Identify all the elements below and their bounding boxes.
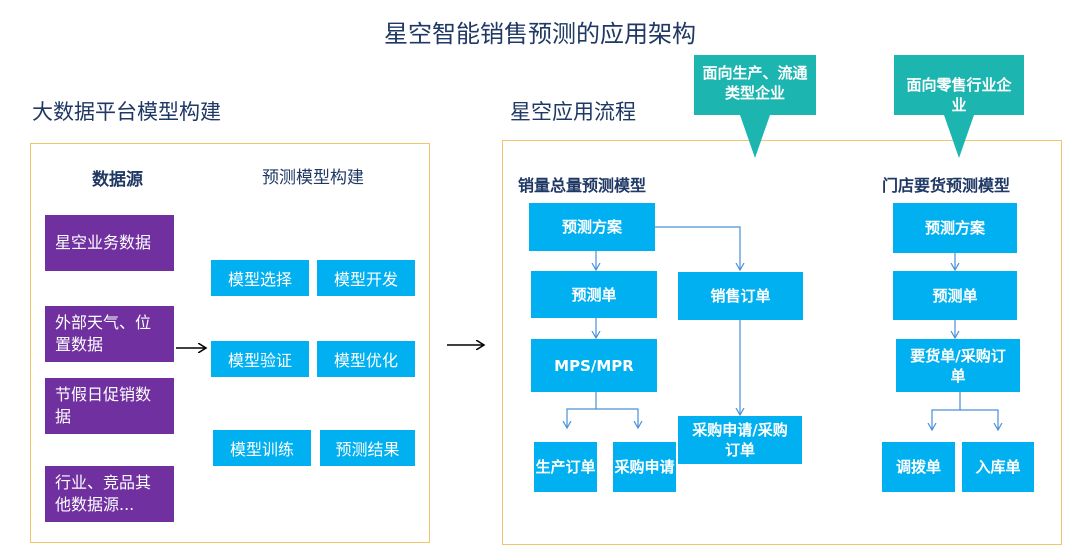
store-plan-box: 预测方案: [893, 203, 1017, 253]
platform-panel: [30, 143, 430, 543]
page-title: 星空智能销售预测的应用架构: [384, 20, 696, 48]
sales-plan-box: 预测方案: [529, 203, 655, 251]
store-model-heading: 门店要货预测模型: [882, 176, 1011, 195]
left-section-heading: 大数据平台模型构建: [32, 100, 221, 124]
flow-requisition-to-transfer: [932, 392, 961, 430]
mps-mpr-box: MPS/MPR: [531, 339, 657, 392]
flow-mps-to-purchase-request: [596, 408, 638, 428]
right-section-heading: 星空应用流程: [510, 100, 636, 124]
model-develop: 模型开发: [317, 260, 415, 296]
transfer-box: 调拨单: [882, 442, 955, 492]
production-order-box: 生产订单: [534, 442, 597, 492]
data-source-business: 星空业务数据: [45, 215, 174, 271]
data-source-industry: 行业、竞品其他数据源...: [45, 466, 174, 522]
data-source-holiday: 节假日促销数据: [45, 378, 174, 434]
data-source-heading: 数据源: [92, 170, 143, 190]
model-train: 模型训练: [213, 430, 311, 466]
model-result: 预测结果: [320, 430, 415, 466]
flow-plan-to-sales-order: [655, 226, 740, 270]
callout-production: 面向生产、流通类型企业: [702, 64, 808, 102]
store-forecast-box: 预测单: [893, 271, 1017, 320]
purchase-request-order-box: 采购申请/采购订单: [678, 416, 802, 464]
model-verify: 模型验证: [211, 341, 309, 377]
sales-model-heading: 销量总量预测模型: [518, 176, 647, 195]
app-flow-panel: [502, 140, 1062, 545]
flow-mps-to-production: [567, 392, 597, 428]
model-select: 模型选择: [211, 260, 309, 296]
sales-forecast-box: 预测单: [531, 271, 657, 318]
model-build-heading: 预测模型构建: [262, 168, 364, 188]
sales-order-box: 销售订单: [678, 272, 803, 320]
model-optimize: 模型优化: [317, 341, 415, 377]
callout-retail-shape: [894, 55, 1024, 158]
purchase-request-box: 采购申请: [613, 442, 676, 492]
data-source-weather: 外部天气、位置数据: [45, 306, 174, 362]
callout-retail: 面向零售行业企业: [906, 76, 1012, 114]
flow-requisition-to-inbound: [960, 409, 998, 430]
requisition-box: 要货单/采购订单: [896, 339, 1020, 392]
callout-production-shape: [694, 55, 816, 158]
inbound-box: 入库单: [962, 442, 1034, 492]
